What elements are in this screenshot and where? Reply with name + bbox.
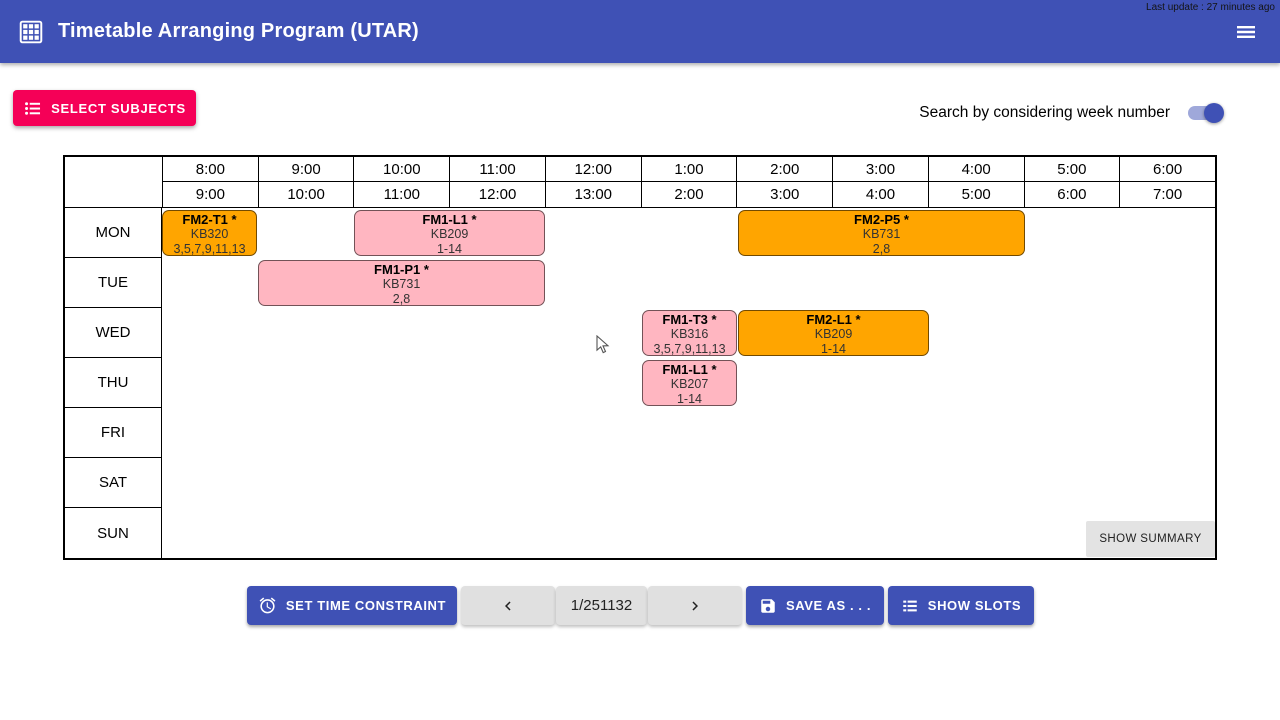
slot-room: KB316 — [670, 327, 709, 341]
previous-timetable-button[interactable] — [461, 586, 555, 625]
show-summary-button[interactable]: SHOW SUMMARY — [1086, 521, 1215, 557]
slot-room: KB207 — [670, 377, 709, 391]
time-end: 3:00 — [736, 182, 832, 207]
save-as-button[interactable]: SAVE AS . . . — [746, 586, 884, 625]
save-icon — [759, 597, 777, 615]
slot-weeks: 3,5,7,9,11,13 — [653, 341, 726, 356]
slot-room: KB209 — [814, 327, 853, 341]
list-icon — [23, 99, 42, 118]
timetable: 8:00 9:00 10:00 11:00 12:00 1:00 2:00 3:… — [63, 155, 1217, 560]
hamburger-menu-button[interactable] — [1230, 16, 1262, 48]
list-icon — [901, 597, 919, 615]
time-end: 12:00 — [449, 182, 545, 207]
time-end: 11:00 — [353, 182, 449, 207]
last-update-text: Last update : 27 minutes ago — [1146, 2, 1275, 13]
chevron-right-icon — [686, 597, 704, 615]
time-end: 4:00 — [832, 182, 928, 207]
timetable-slot-fm1-p1[interactable]: FM1-P1 * KB731 2,8 — [258, 260, 545, 306]
day-label-mon: MON — [65, 208, 161, 258]
slot-title: FM1-L1 * — [422, 212, 477, 227]
day-label-thu: THU — [65, 358, 161, 408]
save-as-label: SAVE AS . . . — [785, 598, 872, 613]
week-toggle-label: Search by considering week number — [919, 104, 1170, 121]
timetable-body: MON TUE WED THU FRI SAT SUN FM2-T1 * KB3… — [65, 208, 1215, 558]
slot-title: FM1-P1 * — [374, 262, 429, 277]
time-start: 8:00 — [162, 157, 258, 182]
time-end: 5:00 — [927, 182, 1024, 207]
day-label-tue: TUE — [65, 258, 161, 308]
timetable-slot-fm1-l1-thu[interactable]: FM1-L1 * KB207 1-14 — [642, 360, 737, 406]
slot-room: KB731 — [382, 277, 421, 291]
week-toggle-row: Search by considering week number — [919, 96, 1224, 130]
slot-weeks: 2,8 — [872, 241, 891, 256]
day-label-fri: FRI — [65, 408, 161, 458]
slot-title: FM1-L1 * — [662, 362, 717, 377]
corner-cell — [65, 157, 162, 207]
next-timetable-button[interactable] — [648, 586, 742, 625]
select-subjects-button[interactable]: SELECT SUBJECTS — [13, 90, 196, 126]
time-start: 1:00 — [640, 157, 737, 182]
time-start: 4:00 — [927, 157, 1024, 182]
time-start: 10:00 — [353, 157, 450, 182]
time-start: 5:00 — [1023, 157, 1120, 182]
slot-weeks: 1-14 — [676, 391, 703, 406]
day-label-sun: SUN — [97, 524, 129, 542]
page-indicator[interactable]: 1/251132 — [556, 586, 647, 625]
time-end: 7:00 — [1119, 182, 1215, 207]
slot-title: FM2-L1 * — [806, 312, 861, 327]
slot-title: FM1-T3 * — [662, 312, 717, 327]
app-bar: Timetable Arranging Program (UTAR) — [0, 0, 1280, 63]
time-start: 2:00 — [736, 157, 833, 182]
timetable-slot-fm2-t1[interactable]: FM2-T1 * KB320 3,5,7,9,11,13 — [162, 210, 257, 256]
alarm-icon — [258, 596, 277, 615]
slot-room: KB731 — [862, 227, 901, 241]
slot-title: FM2-P5 * — [854, 212, 909, 227]
slot-title: FM2-T1 * — [182, 212, 237, 227]
time-start: 12:00 — [544, 157, 641, 182]
page-title: Timetable Arranging Program (UTAR) — [58, 20, 419, 42]
select-subjects-label: SELECT SUBJECTS — [51, 100, 186, 116]
week-toggle-switch[interactable] — [1188, 103, 1224, 123]
time-end: 9:00 — [162, 182, 258, 207]
show-slots-button[interactable]: SHOW SLOTS — [888, 586, 1034, 625]
timetable-slot-fm2-l1[interactable]: FM2-L1 * KB209 1-14 — [738, 310, 929, 356]
time-end: 10:00 — [257, 182, 354, 207]
timetable-slot-fm1-t3[interactable]: FM1-T3 * KB316 3,5,7,9,11,13 — [642, 310, 737, 356]
slot-room: KB320 — [190, 227, 229, 241]
slot-weeks: 1-14 — [820, 341, 847, 356]
time-start: 3:00 — [832, 157, 928, 182]
chevron-left-icon — [499, 597, 517, 615]
hamburger-icon — [1234, 20, 1258, 44]
timetable-header: 8:00 9:00 10:00 11:00 12:00 1:00 2:00 3:… — [65, 157, 1215, 208]
slot-weeks: 3,5,7,9,11,13 — [173, 241, 246, 256]
day-column: MON TUE WED THU FRI SAT SUN — [65, 208, 162, 558]
slot-weeks: 1-14 — [436, 241, 463, 256]
time-end: 13:00 — [544, 182, 641, 207]
switch-thumb — [1204, 103, 1224, 123]
time-start: 9:00 — [257, 157, 354, 182]
show-slots-label: SHOW SLOTS — [927, 598, 1022, 613]
set-time-constraint-label: SET TIME CONSTRAINT — [285, 598, 447, 613]
time-end: 6:00 — [1023, 182, 1120, 207]
slot-room: KB209 — [430, 227, 469, 241]
day-label-sat: SAT — [65, 458, 161, 508]
day-label-wed: WED — [65, 308, 161, 358]
time-end: 2:00 — [640, 182, 737, 207]
time-start: 6:00 — [1119, 157, 1215, 182]
timetable-slot-fm2-p5[interactable]: FM2-P5 * KB731 2,8 — [738, 210, 1025, 256]
timetable-slot-fm1-l1-mon[interactable]: FM1-L1 * KB209 1-14 — [354, 210, 545, 256]
time-start: 11:00 — [449, 157, 545, 182]
set-time-constraint-button[interactable]: SET TIME CONSTRAINT — [247, 586, 457, 625]
slot-area: FM2-T1 * KB320 3,5,7,9,11,13 FM1-L1 * KB… — [162, 208, 1215, 558]
grid-icon — [18, 19, 44, 45]
slot-weeks: 2,8 — [392, 291, 411, 306]
